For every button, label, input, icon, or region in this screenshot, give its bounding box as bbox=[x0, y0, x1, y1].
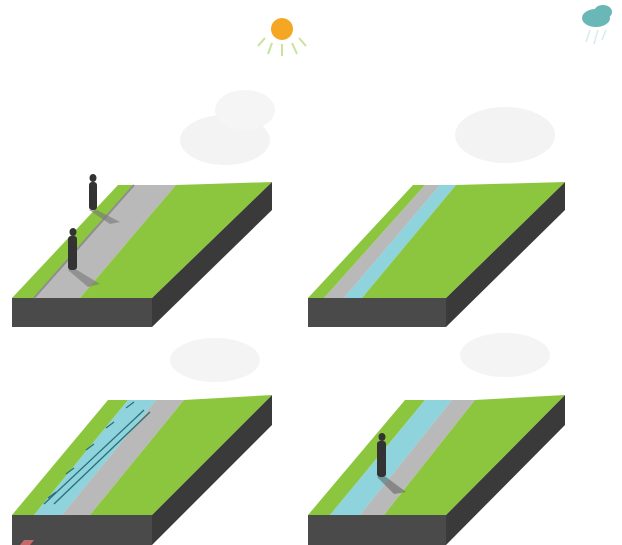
pale-cloud-5 bbox=[460, 333, 550, 377]
pale-cloud-4 bbox=[170, 338, 260, 382]
panel-sunny-dry-path bbox=[12, 18, 306, 327]
sun-icon bbox=[258, 18, 306, 56]
sun-disc bbox=[271, 18, 293, 40]
sun-rays bbox=[258, 38, 306, 56]
rain-cloud-icon bbox=[582, 5, 612, 44]
soil-front-face bbox=[12, 298, 152, 327]
panel-wading-person bbox=[308, 395, 565, 545]
panel-rain-shallow-water bbox=[308, 5, 612, 327]
pale-cloud-2 bbox=[215, 90, 275, 130]
cloud-body bbox=[594, 5, 612, 19]
soil-front-face bbox=[308, 515, 446, 545]
pale-cloud-3 bbox=[455, 107, 555, 163]
rain-drops bbox=[586, 30, 606, 44]
soil-front-face bbox=[308, 298, 446, 327]
panel-flooded-patterned bbox=[12, 395, 272, 545]
